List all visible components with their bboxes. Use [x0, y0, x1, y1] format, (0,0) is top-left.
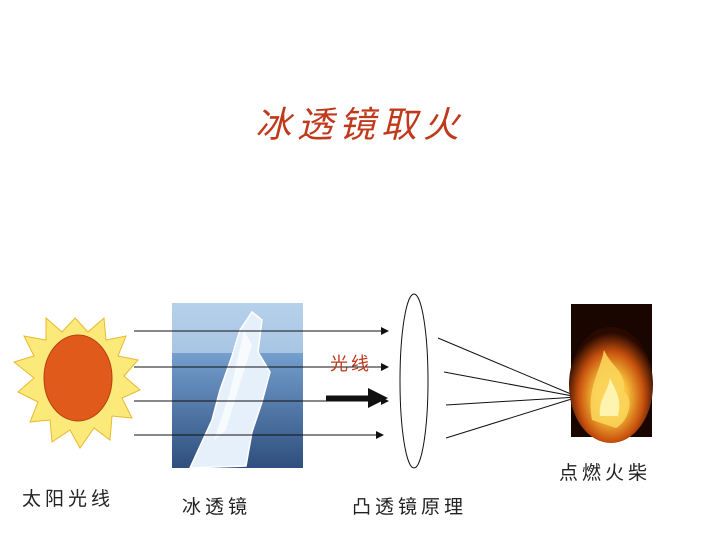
page-title: 冰透镜取火	[254, 105, 465, 146]
ignite-match-label: 点燃火柴	[559, 462, 652, 484]
lens-principle-label: 凸透镜原理	[352, 496, 468, 518]
ice-lens-label: 冰透镜	[182, 496, 252, 518]
light-direction-arrow	[326, 388, 388, 408]
light-rays	[134, 327, 389, 439]
fire-image	[569, 304, 653, 443]
light-ray-label: 光线	[330, 354, 372, 375]
sun-rays-label: 太阳光线	[22, 488, 115, 510]
convex-lens-shape	[399, 293, 429, 469]
converging-rays	[437, 337, 579, 439]
ice-lens-image	[172, 303, 303, 469]
sun-icon	[12, 316, 141, 449]
